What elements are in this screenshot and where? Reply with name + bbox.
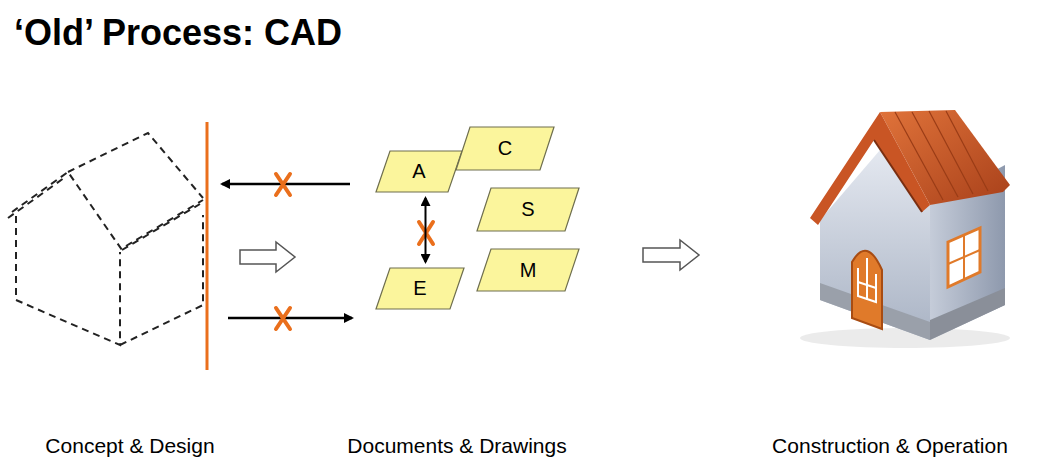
document-sheet: E [375,267,465,310]
document-sheet: M [476,248,580,292]
sheet-label: A [375,160,463,183]
sheet-label: M [476,259,580,282]
stage-caption: Construction & Operation [772,434,1008,458]
sheet-label: S [476,198,580,221]
wireframe-house [8,133,203,345]
blocked-arrow [228,317,352,320]
flow-arrow [240,242,295,272]
link-arrow [425,198,427,262]
stage-caption: Concept & Design [45,434,214,458]
barrier-line [206,122,209,370]
sheet-label: C [455,137,555,160]
flow-arrow [643,240,699,270]
title: ‘Old’ Process: CAD [14,12,342,54]
document-sheet: A [375,150,463,193]
house-icon [800,110,1010,348]
document-sheet: S [476,187,580,232]
sheet-label: E [375,277,465,300]
stage-caption: Documents & Drawings [347,434,566,458]
document-sheet: C [455,126,555,171]
